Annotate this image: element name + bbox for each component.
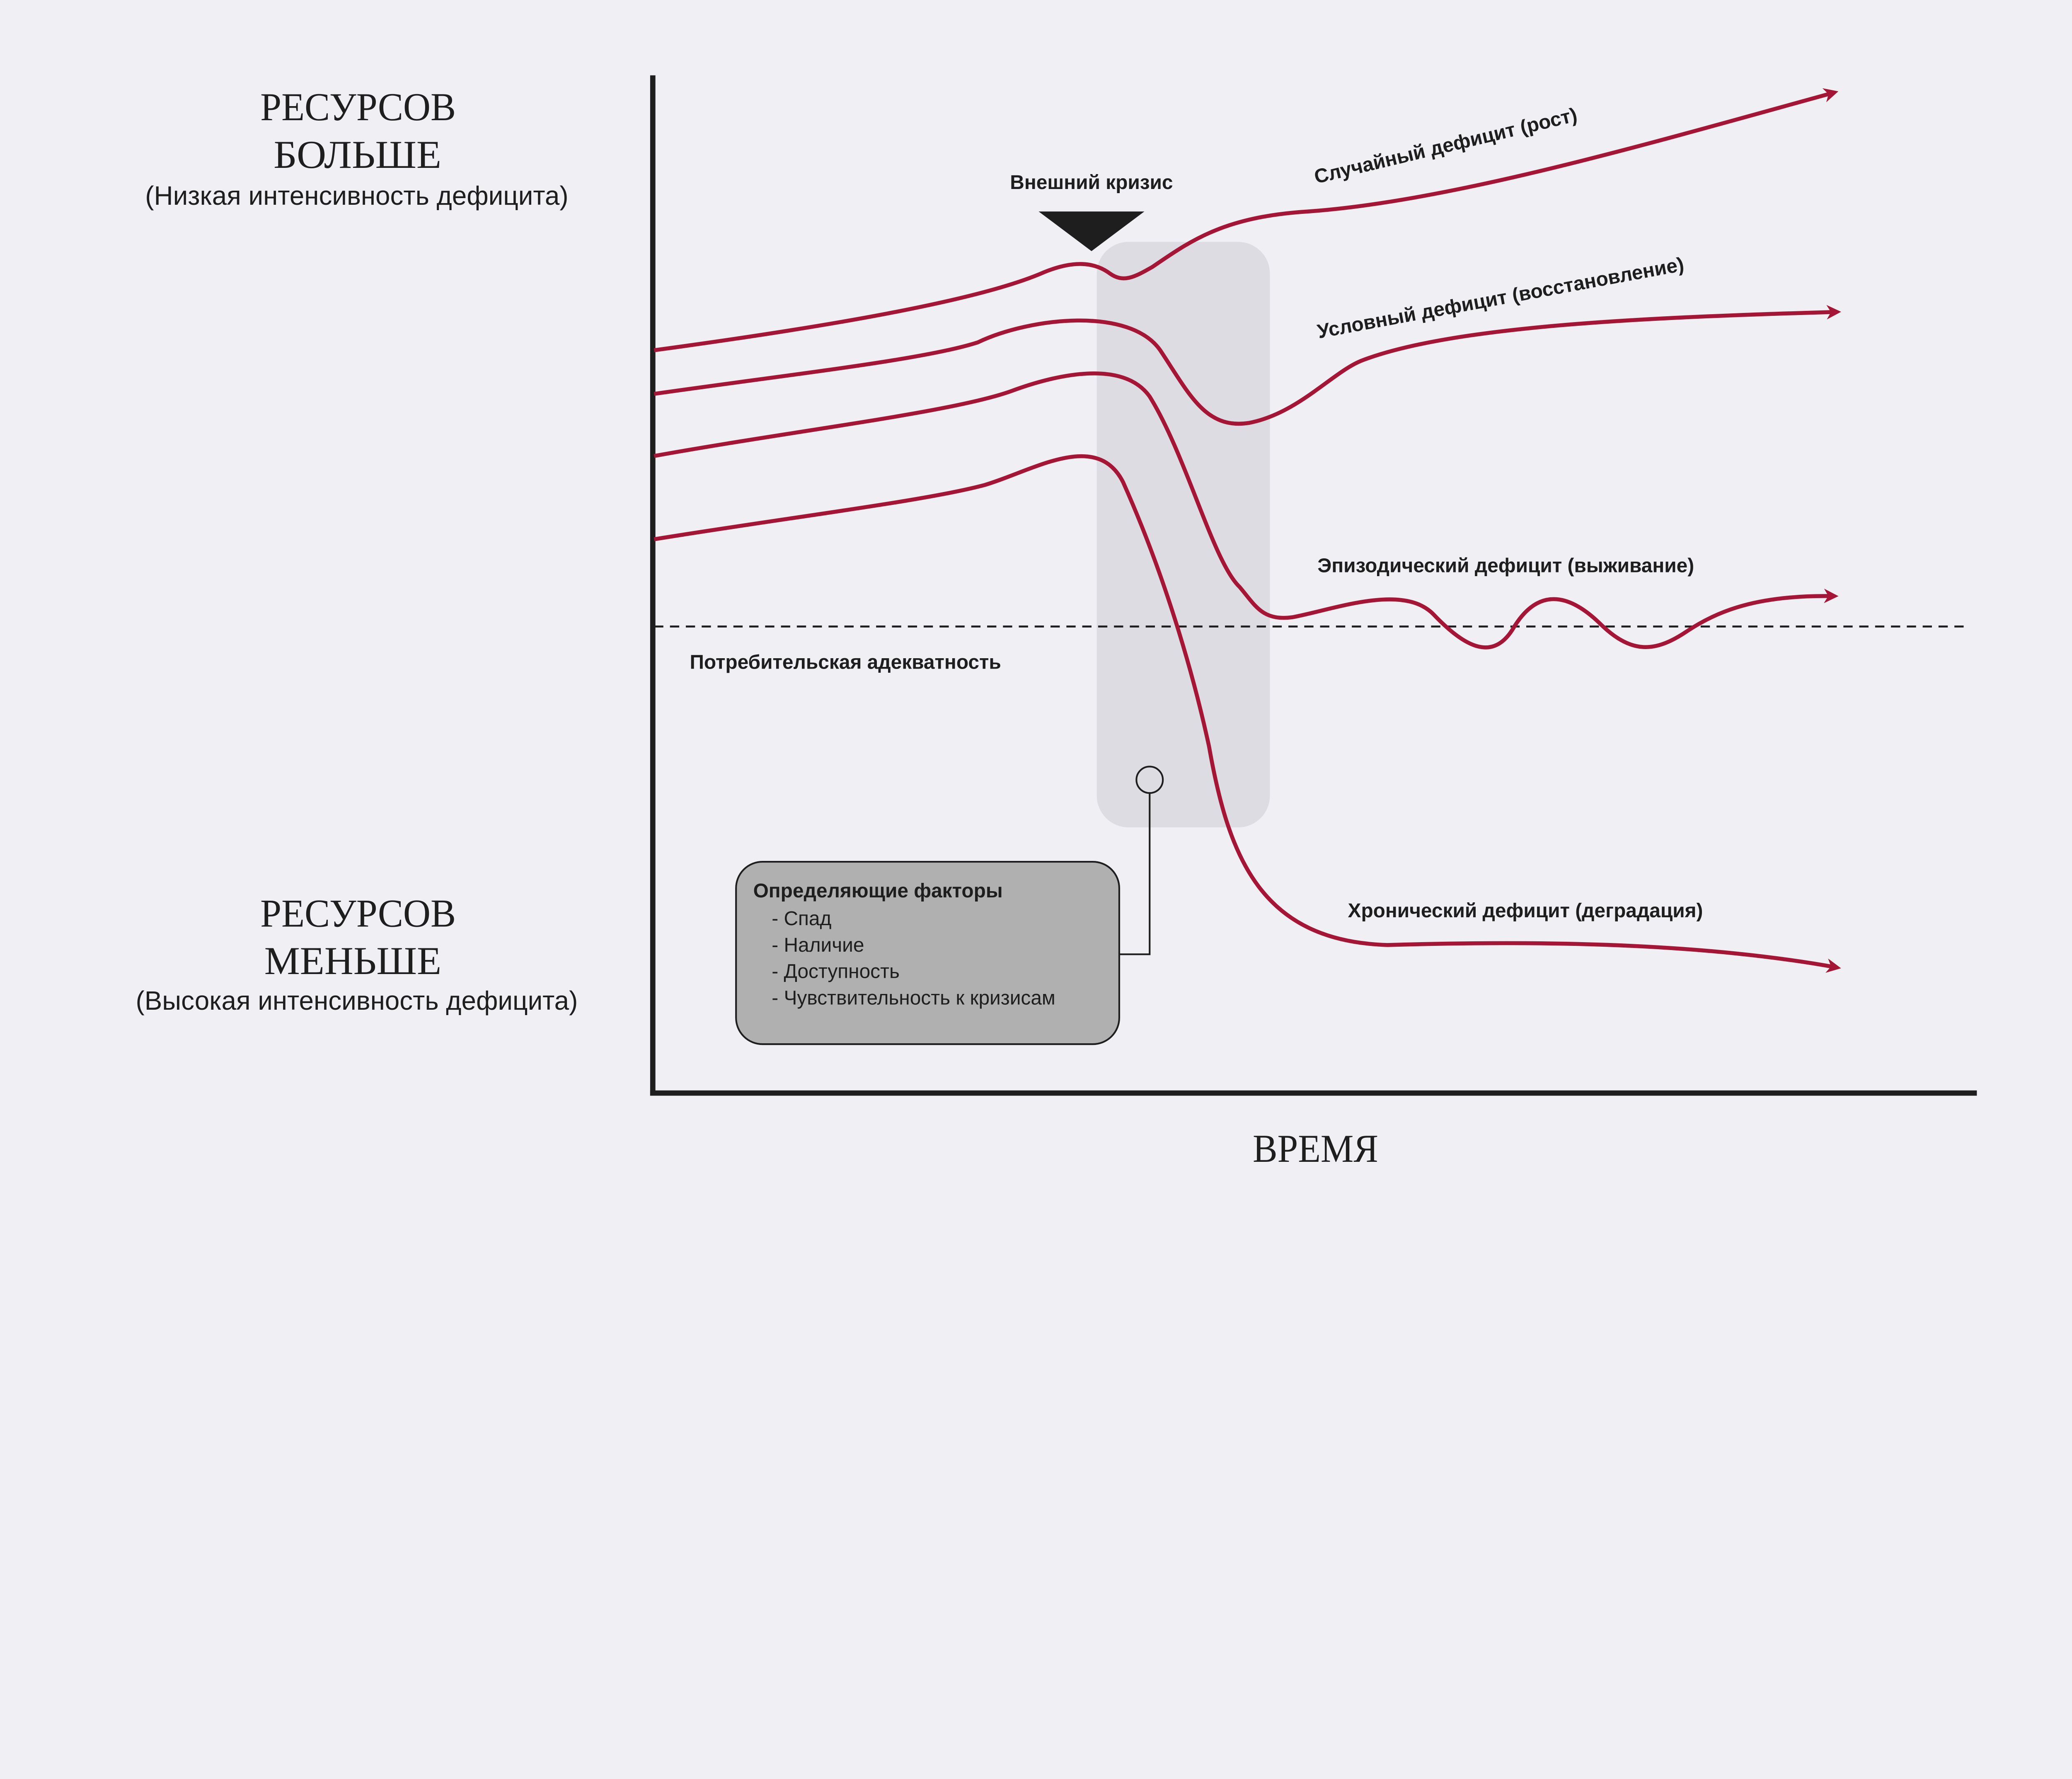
crisis-zone [1097, 242, 1270, 828]
curve-random-deficit [654, 88, 1839, 352]
y-top-line2: БОЛЬШЕ [274, 133, 441, 177]
curve-conditional-deficit [654, 305, 1841, 426]
y-bottom-note: (Высокая интенсивность дефицита) [136, 986, 578, 1016]
curve-episodic-deficit [654, 371, 1839, 650]
factors-title: Определяющие факторы [753, 880, 1003, 902]
deficit-diagram: Внешний кризис Случайный дефицит (рост) … [136, 75, 1977, 1171]
factor-connector [1119, 793, 1151, 955]
crisis-label: Внешний кризис [1010, 172, 1173, 194]
factor-item: - Наличие [772, 934, 864, 956]
threshold-label: Потребительская адекватность [690, 652, 1001, 674]
curve-label-episodic: Эпизодический дефицит (выживание) [1317, 555, 1694, 577]
curve-label-chronic: Хронический дефицит (деградация) [1348, 900, 1703, 922]
factor-item: - Доступность [772, 961, 900, 983]
y-top-note: (Низкая интенсивность дефицита) [145, 181, 568, 211]
factor-item: - Спад [772, 908, 831, 930]
y-top-line1: РЕСУРСОВ [260, 85, 456, 129]
x-axis-label: ВРЕМЯ [1253, 1127, 1378, 1171]
crisis-triangle-icon [1038, 211, 1145, 251]
factor-item: - Чувствительность к кризисам [772, 987, 1055, 1009]
curve-chronic-deficit [654, 454, 1841, 973]
y-bottom-line1: РЕСУРСОВ [260, 891, 456, 935]
y-bottom-line2: МЕНЬШЕ [264, 939, 441, 983]
factors-box [735, 860, 1120, 1045]
